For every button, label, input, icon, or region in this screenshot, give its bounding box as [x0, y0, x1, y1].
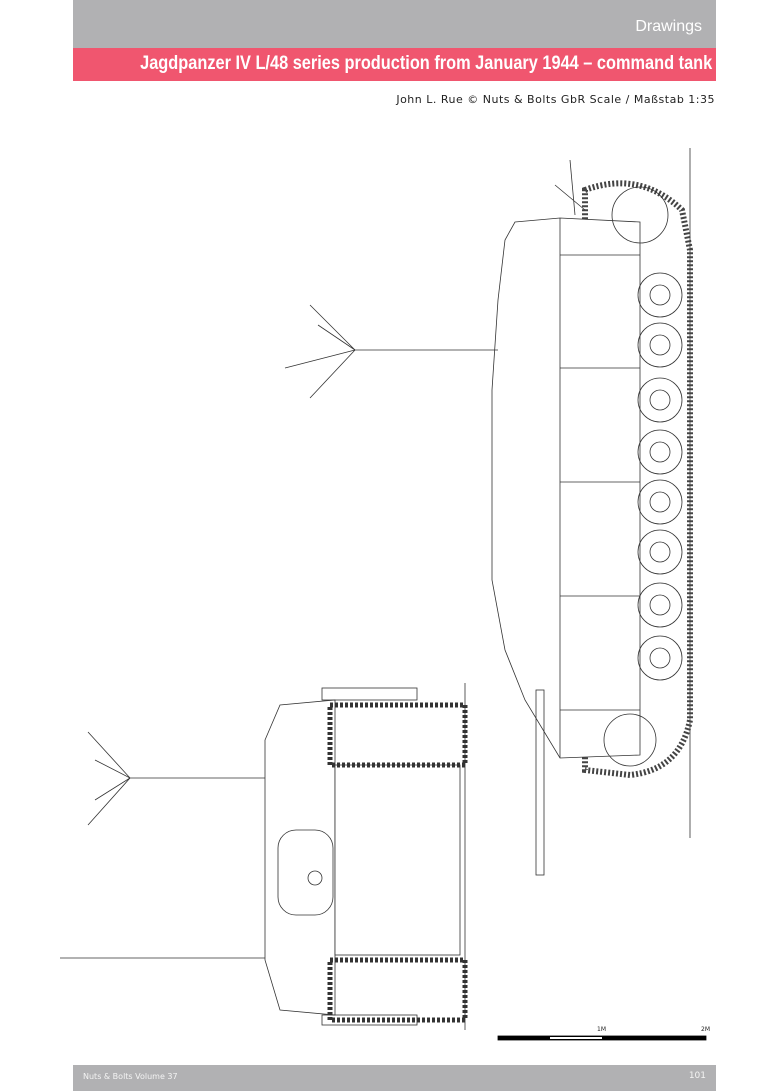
credit-line: John L. Rue © Nuts & Bolts GbR Scale / M… — [396, 93, 715, 106]
page-title: Jagdpanzer IV L/48 series production fro… — [139, 53, 712, 74]
volume-label: Nuts & Bolts Volume 37 — [83, 1072, 178, 1081]
footer-band: Nuts & Bolts Volume 37 101 — [73, 1065, 716, 1091]
title-band: Jagdpanzer IV L/48 series production fro… — [73, 48, 716, 81]
scale-bar — [497, 1035, 707, 1041]
scale-label-1m: 1M — [597, 1026, 606, 1033]
side-view-drawing — [284, 148, 693, 876]
header-band: Drawings — [73, 0, 716, 48]
scale-label-2m: 2M — [701, 1026, 710, 1033]
page-number: 101 — [688, 1071, 706, 1081]
front-view-drawing — [60, 683, 468, 1030]
section-label: Drawings — [635, 18, 702, 35]
